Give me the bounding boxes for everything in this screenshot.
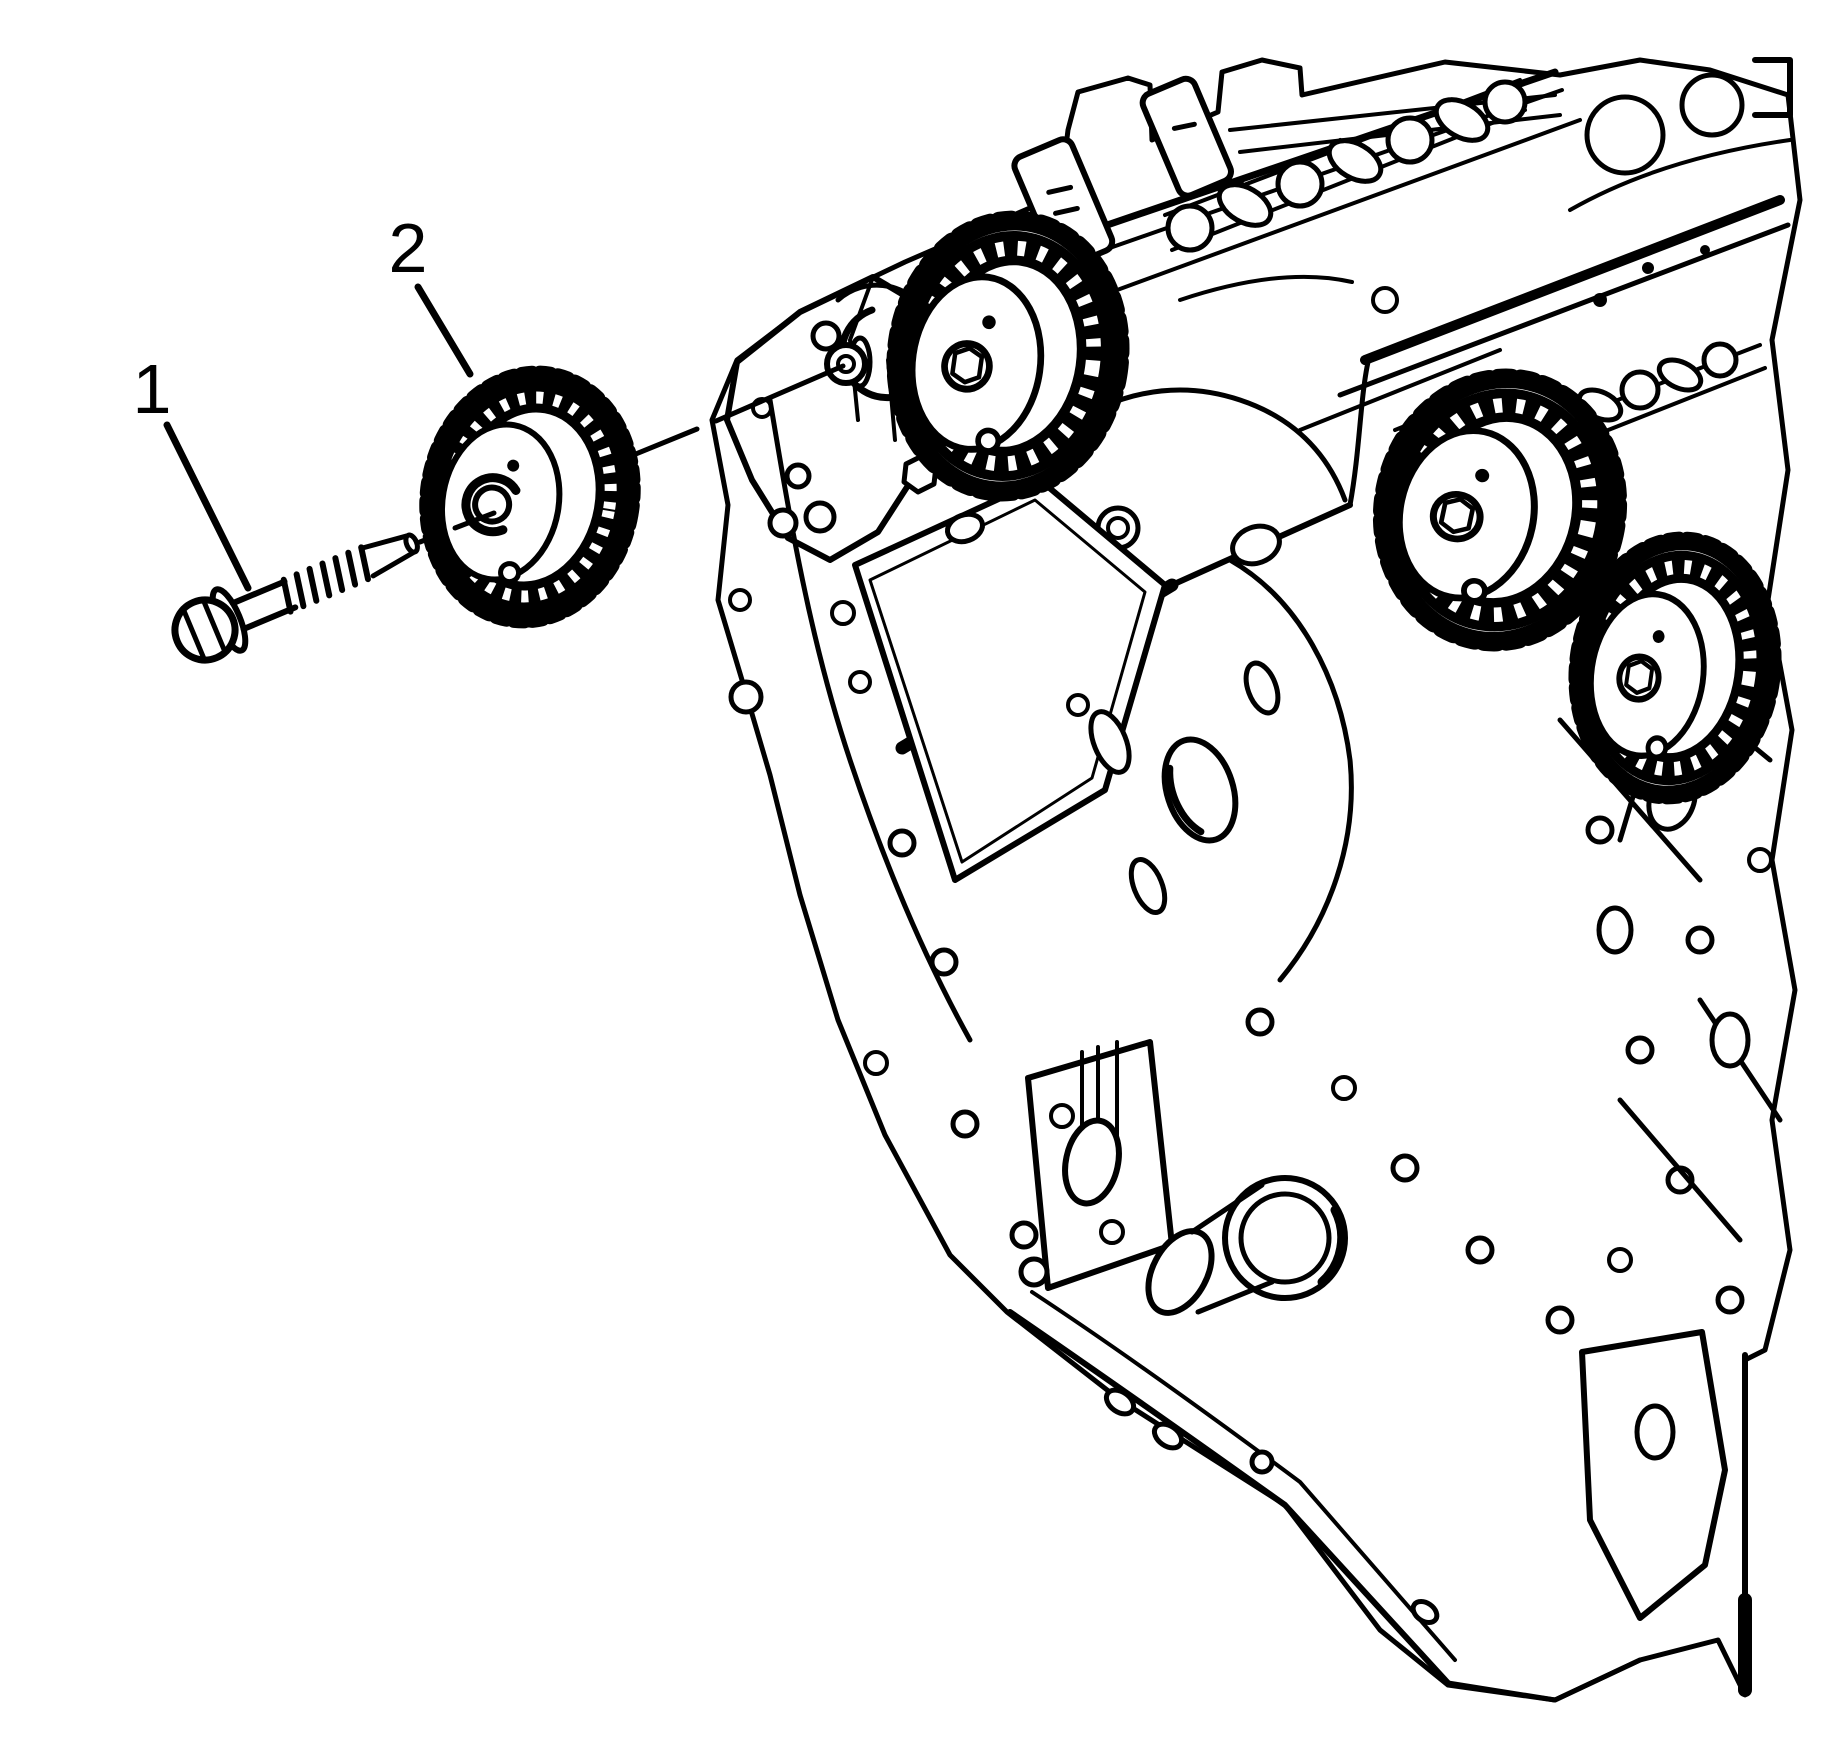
mount-bracket-bottom-right bbox=[1579, 1329, 1752, 1697]
actuator-hub-detent bbox=[461, 473, 521, 537]
bolt-tip bbox=[403, 532, 420, 555]
callout-2: 2 bbox=[389, 209, 474, 378]
cover-bolt-holes bbox=[728, 500, 1773, 1335]
bolt-threads bbox=[280, 544, 372, 615]
bare-camshaft-nose bbox=[824, 282, 933, 402]
cam-cap-posts bbox=[1011, 75, 1234, 271]
pump-and-shaft bbox=[1018, 1039, 1348, 1316]
installed-cam-actuator-right-bank-upper bbox=[1372, 368, 1628, 652]
engine-assembly bbox=[709, 57, 1803, 1703]
bolt-pilot bbox=[359, 533, 416, 579]
bolt-shank bbox=[229, 578, 299, 633]
callout-1-leader bbox=[163, 421, 252, 592]
callout-2-leader bbox=[414, 283, 474, 378]
valvetrain-top-right bbox=[1568, 57, 1793, 307]
actuator-center-bore bbox=[472, 484, 513, 525]
callout-2-label: 2 bbox=[389, 209, 428, 287]
callout-1-label: 1 bbox=[133, 350, 172, 428]
installed-cam-actuator-left-bank bbox=[886, 210, 1130, 502]
callout-1: 1 bbox=[133, 350, 252, 592]
oil-pan-rail bbox=[1007, 1290, 1643, 1703]
camshaft-left-bank bbox=[1163, 78, 1528, 253]
installed-cam-actuator-right-bank-lower bbox=[1568, 531, 1782, 805]
camshaft-actuator-sprocket-exploded bbox=[419, 365, 641, 629]
axis-into-hub bbox=[452, 510, 497, 531]
camshaft-actuator-bolt-exploded bbox=[171, 532, 420, 664]
